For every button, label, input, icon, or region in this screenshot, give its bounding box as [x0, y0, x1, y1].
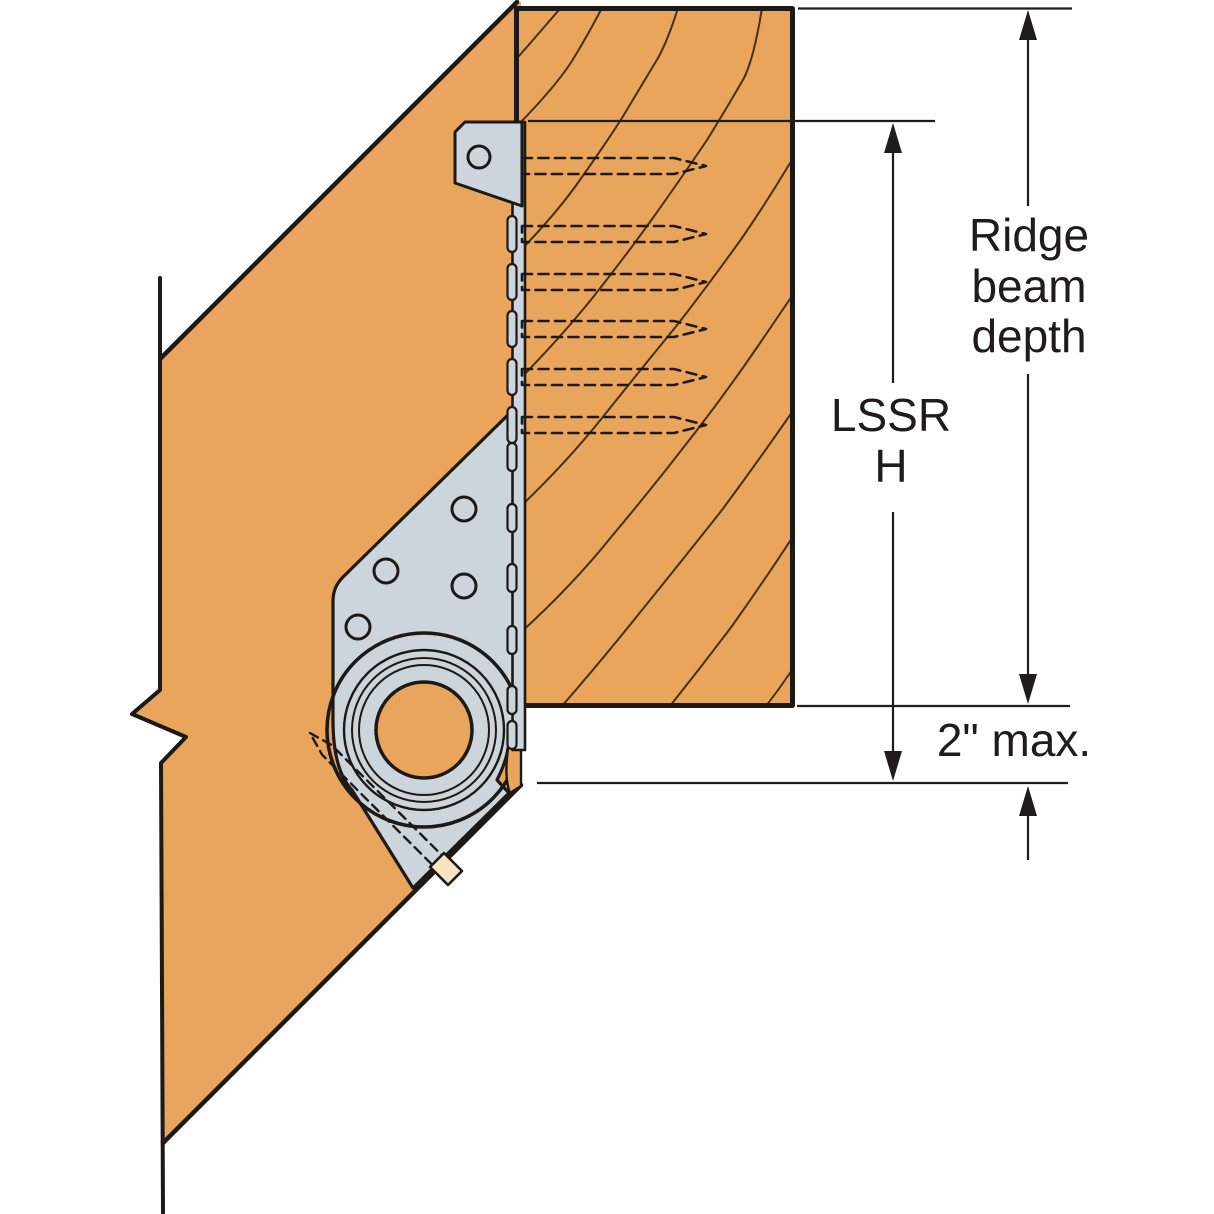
swivel-boss	[325, 631, 523, 829]
screw	[520, 367, 708, 387]
ridge-beam-face	[516, 8, 793, 706]
screw	[520, 156, 708, 176]
dim-hanger-height	[884, 123, 902, 781]
rafter-heel-corner	[505, 746, 523, 795]
ridge-beam	[514, 6, 795, 708]
screw	[520, 415, 708, 435]
beam-screws	[520, 156, 708, 435]
seat-screw-head	[428, 851, 464, 887]
dimensions	[528, 7, 1072, 860]
rafter-top-edge	[158, 0, 520, 361]
hanger-height-symbol-text: H	[874, 439, 908, 492]
rafter-break-line	[130, 276, 188, 1214]
dim-ridge-beam-depth	[1019, 10, 1037, 704]
hanger-model-text: LSSR	[830, 389, 952, 441]
hanger-height-label: LSSR H	[820, 390, 962, 491]
plate-hole	[372, 557, 400, 585]
flange-hole	[466, 144, 492, 170]
pivot-hole	[374, 680, 474, 780]
boss-ring-3	[358, 664, 490, 796]
plate-hole	[450, 495, 478, 523]
screw	[520, 272, 708, 292]
heel-distance-label: 2" max.	[936, 714, 1092, 766]
plate-holes	[344, 495, 478, 641]
screw	[520, 224, 708, 244]
seat-screw	[308, 731, 464, 887]
boss-ring-2	[351, 657, 497, 803]
hanger-plate	[331, 405, 518, 890]
plate-hole	[450, 572, 478, 600]
rafter-bottom-edge	[160, 782, 524, 1146]
screw	[520, 319, 708, 339]
ridge-beam-depth-label: Ridge beam depth	[968, 209, 1090, 362]
dim-heel-distance	[1019, 786, 1037, 860]
plate-hole	[344, 613, 372, 641]
hanger	[325, 120, 527, 890]
boss-ring-1	[342, 648, 506, 812]
wood-grain	[518, 9, 791, 705]
